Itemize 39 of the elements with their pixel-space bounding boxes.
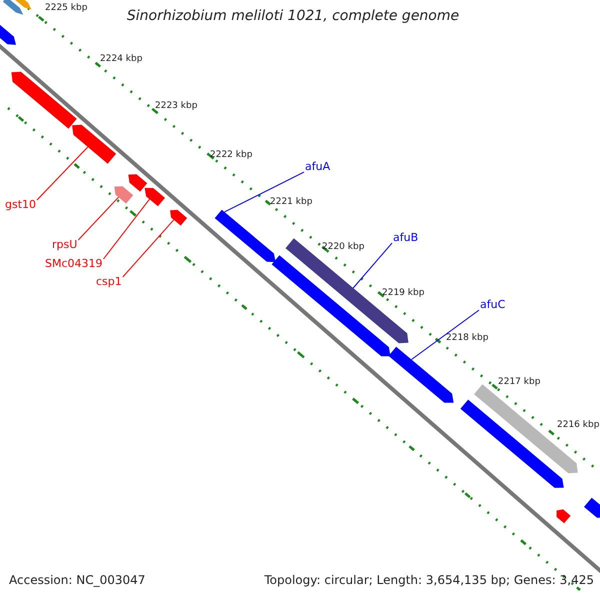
leader-line [103,198,150,260]
leader-line [411,310,480,360]
gene-label: rpsU [52,239,78,252]
gene-label: csp1 [96,276,122,288]
gene-feature [128,174,148,192]
gene-feature [474,384,578,474]
tick-label: 2222 kbp [210,151,252,161]
leader-line [36,146,88,200]
leader-line [352,242,392,288]
tick-label: 2221 kbp [270,198,312,208]
gene-label: SMc04319 [45,258,103,270]
tick-label: 2224 kbp [100,55,142,65]
gene-label: afuB [393,232,418,244]
tick-label: 2218 kbp [446,334,488,344]
tick-label: 2216 kbp [557,421,600,431]
gene-label: afuA [305,161,330,174]
gene-feature [556,509,571,524]
gene-label: afuC [480,299,506,312]
gene-feature [144,188,165,206]
tick-label: 2217 kbp [498,378,540,388]
gene-feature [114,186,134,204]
gene-feature [214,210,276,262]
gene-feature [170,210,188,226]
gene-feature [11,72,77,129]
genome-stats-text: Topology: circular; Length: 3,654,135 bp; Genes: 3,425 [264,574,594,588]
title: Sinorhizobium meliloti 1021, complete genome [126,9,460,24]
leader-line [224,172,304,212]
tick-label: 2219 kbp [382,289,424,299]
gene-feature [72,124,116,164]
gene-label: gst10 [5,199,36,212]
gene-feature [388,346,454,403]
tick-label: 2223 kbp [155,102,198,112]
gene-feature [584,498,600,518]
gene-feature [2,0,24,15]
accession-text: Accession: NC_003047 [9,574,146,588]
tick-label: 2220 kbp [322,243,364,253]
tick-label: 2225 kbp [45,4,88,14]
leader-line [78,196,119,240]
leader-line [122,219,174,278]
